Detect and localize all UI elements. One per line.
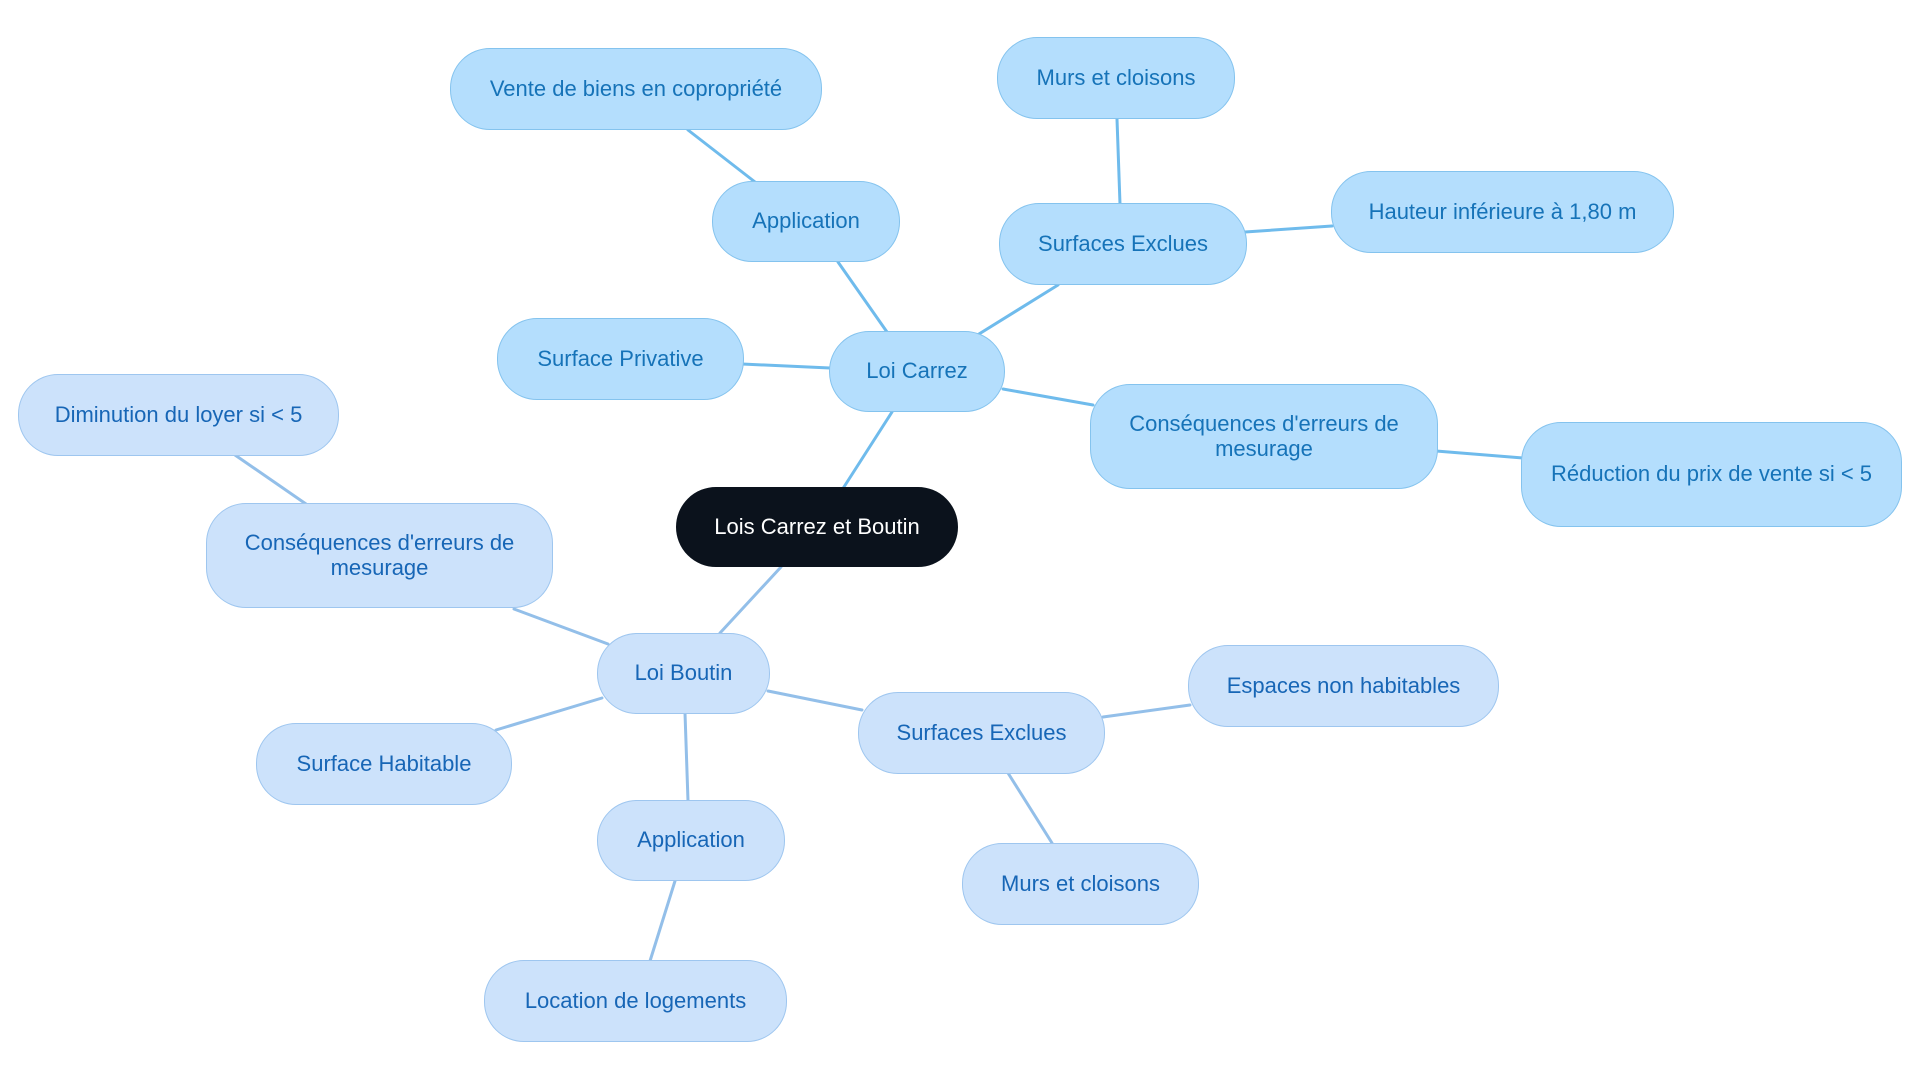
boutin-surfaces-exclues-node: Surfaces Exclues: [858, 692, 1105, 774]
boutin-murs-label: Murs et cloisons: [1001, 870, 1160, 896]
edge-boutin-surface-habitable: [494, 696, 604, 732]
edge-carrez-surface-privative: [740, 362, 832, 370]
boutin-application-node: Application: [597, 800, 785, 881]
edge-surfaces-exclues-murs: [1115, 117, 1122, 206]
carrez-surface-privative-label: Surface Privative: [537, 345, 704, 371]
carrez-surface-privative-node: Surface Privative: [497, 318, 744, 400]
carrez-application-node: Application: [712, 181, 900, 262]
carrez-hauteur-label: Hauteur inférieure à 1,80 m: [1368, 198, 1637, 224]
boutin-diminution-node: Diminution du loyer si < 5: [18, 374, 339, 456]
boutin-espaces-node: Espaces non habitables: [1188, 645, 1499, 727]
carrez-murs-label: Murs et cloisons: [1036, 64, 1196, 90]
boutin-location-label: Location de logements: [524, 987, 747, 1013]
edge-root-boutin: [718, 565, 783, 635]
carrez-reduction-node: Réduction du prix de vente si < 5: [1521, 422, 1902, 527]
loi-carrez-label: Loi Carrez: [866, 358, 968, 384]
boutin-location-node: Location de logements: [484, 960, 787, 1042]
carrez-vente-node: Vente de biens en copropriété: [450, 48, 822, 130]
boutin-surface-habitable-node: Surface Habitable: [256, 723, 512, 805]
carrez-consequences-label: Conséquences d'erreurs de mesurage: [1129, 411, 1399, 461]
carrez-murs-node: Murs et cloisons: [997, 37, 1235, 119]
loi-boutin-node: Loi Boutin: [597, 633, 770, 714]
edge-surfaces-exclues-hauteur: [1243, 224, 1334, 234]
carrez-consequences-node: Conséquences d'erreurs de mesurage: [1090, 384, 1438, 489]
edge-surfaces-exclues-espaces: [1101, 703, 1192, 719]
edge-application-vente: [686, 128, 757, 184]
loi-carrez-node: Loi Carrez: [829, 331, 1005, 412]
boutin-consequences-node: Conséquences d'erreurs de mesurage: [206, 503, 553, 608]
edge-carrez-application: [836, 260, 889, 334]
boutin-surfaces-exclues-label: Surfaces Exclues: [896, 719, 1067, 745]
carrez-application-label: Application: [752, 208, 860, 234]
boutin-surface-habitable-label: Surface Habitable: [296, 750, 472, 776]
boutin-consequences-label: Conséquences d'erreurs de mesurage: [244, 530, 515, 580]
edge-application-location: [648, 879, 677, 963]
root-node: Lois Carrez et Boutin: [676, 487, 958, 567]
boutin-diminution-label: Diminution du loyer si < 5: [54, 401, 303, 427]
edge-carrez-surfaces-exclues: [977, 283, 1060, 336]
carrez-surfaces-exclues-node: Surfaces Exclues: [999, 203, 1247, 285]
carrez-surfaces-exclues-label: Surfaces Exclues: [1038, 230, 1208, 256]
carrez-hauteur-node: Hauteur inférieure à 1,80 m: [1331, 171, 1674, 253]
edge-carrez-consequences: [1001, 387, 1095, 407]
edge-consequences-diminution: [233, 453, 308, 506]
edge-boutin-surfaces-exclues: [766, 689, 864, 712]
root-label: Lois Carrez et Boutin: [714, 513, 920, 539]
carrez-vente-label: Vente de biens en copropriété: [489, 75, 783, 101]
boutin-espaces-label: Espaces non habitables: [1226, 672, 1461, 698]
edge-surfaces-exclues-murs-2: [1006, 771, 1054, 845]
edge-boutin-consequences: [512, 607, 610, 646]
edge-boutin-application: [683, 711, 690, 803]
boutin-application-label: Application: [637, 827, 745, 853]
loi-boutin-label: Loi Boutin: [634, 660, 733, 686]
boutin-murs-node: Murs et cloisons: [962, 843, 1199, 925]
edge-consequences-reduction: [1434, 449, 1525, 460]
edge-root-carrez: [840, 410, 894, 492]
carrez-reduction-label: Réduction du prix de vente si < 5: [1550, 461, 1873, 487]
